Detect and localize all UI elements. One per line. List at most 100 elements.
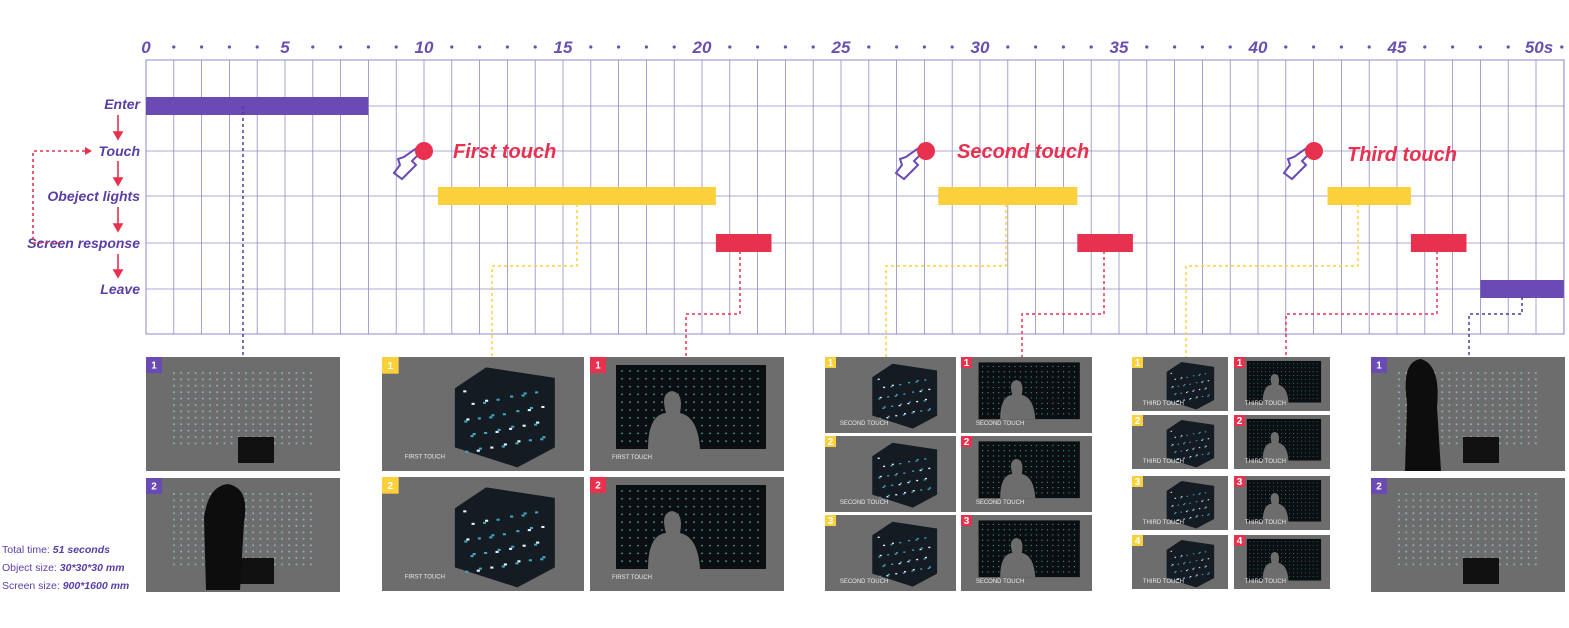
tick-dot <box>922 45 927 49</box>
tick-label: 5 <box>280 38 290 57</box>
row-label-enter: Enter <box>104 96 141 112</box>
tick-dot <box>1034 45 1038 49</box>
cube-lights <box>877 536 932 578</box>
cube-lights <box>463 510 546 573</box>
row-label-touch: Touch <box>99 143 140 159</box>
thumbnail-caption: FIRST TOUCH <box>405 455 445 461</box>
cube-lights <box>1170 372 1210 403</box>
thumbnail-badge-number: 3 <box>828 516 834 527</box>
tick-dot <box>1061 45 1065 49</box>
thumbnail-badge-number: 1 <box>151 361 157 372</box>
thumbnail-caption: THIRD TOUCH <box>1143 579 1184 585</box>
thumbnail: 1 <box>146 357 340 471</box>
tick-dot <box>450 45 454 49</box>
thumbnail-badge <box>382 477 399 494</box>
touch-event-second: Second touch <box>894 141 1089 181</box>
tick-dot <box>1367 45 1371 49</box>
led-dot-matrix <box>173 372 312 445</box>
cube-lights <box>1170 550 1210 581</box>
thumbnail-badge-number: 1 <box>1237 358 1243 369</box>
thumbnail-caption: SECOND TOUCH <box>840 579 888 585</box>
event-label-third-touch: Third touch <box>1347 144 1457 166</box>
tick-label: 20 <box>692 38 712 57</box>
tick-label: 45 <box>1387 38 1407 57</box>
cube-object <box>1463 437 1499 463</box>
thumbnail-badge <box>1234 357 1245 368</box>
tick-dot <box>394 45 398 49</box>
tick-dot <box>339 45 343 49</box>
tick-dot <box>200 45 204 49</box>
flow-arrows <box>32 115 124 279</box>
thumbnail-badge-number: 2 <box>964 437 970 448</box>
thumbnail-badge <box>1371 478 1387 494</box>
tick-dot <box>478 45 482 49</box>
silhouette-cutout <box>648 511 700 569</box>
thumbnail-badge <box>1132 476 1143 487</box>
lit-cube-object <box>1166 419 1215 468</box>
tick-dot <box>1006 45 1010 49</box>
thumbnail-badge-number: 2 <box>1376 482 1382 493</box>
thumbnail-badge-number: 2 <box>828 437 834 448</box>
tick-dot <box>1506 45 1510 49</box>
row-label-leave: Leave <box>100 281 140 297</box>
thumbnail-badge-number: 4 <box>1135 536 1141 547</box>
tick-dot <box>1312 45 1316 49</box>
thumbnail-badge <box>146 357 162 373</box>
thumbnail: SECOND TOUCH 3 <box>825 515 956 591</box>
screen-dots <box>1249 363 1318 400</box>
thumbnail-badge <box>1234 535 1245 546</box>
stat-object-size: Object size: 30*30*30 mm <box>2 562 125 574</box>
silhouette-cutout <box>1262 492 1289 522</box>
tick-dot <box>1478 45 1482 49</box>
touch-event-first: First touch <box>392 141 556 181</box>
thumbnail-badge-number: 1 <box>595 361 601 372</box>
tick-label: 0 <box>141 38 151 57</box>
thumbnail-badge <box>146 478 162 494</box>
tick-dot <box>505 45 509 49</box>
stat-value: 30*30*30 mm <box>59 562 125 574</box>
timeline-bar-screen-response <box>715 234 772 252</box>
time-axis: 0 5 10 15 20 25 30 35 40 45 50s <box>141 38 1564 57</box>
tick-dot <box>1228 45 1232 49</box>
lit-cube-object <box>454 487 555 588</box>
tick-label: 15 <box>554 38 573 57</box>
stat-value: 900*1600 mm <box>62 580 130 592</box>
silhouette-cutout <box>1000 537 1036 578</box>
lit-cube-object <box>872 363 938 429</box>
thumbnail-caption: FIRST TOUCH <box>405 575 445 581</box>
screen-dots <box>982 523 1076 573</box>
silhouette-cutout <box>1000 458 1036 499</box>
timeline-bar-object-lights <box>437 187 716 205</box>
tick-label: 40 <box>1248 38 1268 57</box>
cube-lights <box>463 390 546 453</box>
tick-dot <box>1200 45 1204 49</box>
row-labels: Enter Touch Obeject lights Screen respon… <box>27 96 141 297</box>
thumbnail-badge-number: 2 <box>1135 416 1141 427</box>
stat-label: Screen size: <box>2 580 60 592</box>
tick-dot <box>617 45 621 49</box>
thumbnail-caption: THIRD TOUCH <box>1143 401 1184 407</box>
thumbnail-badge <box>825 357 836 368</box>
lit-cube-object <box>1166 480 1215 529</box>
tick-dot <box>1339 45 1343 49</box>
tick-dot <box>1560 45 1564 49</box>
thumbnail-caption: FIRST TOUCH <box>612 575 652 581</box>
thumbnail-caption: THIRD TOUCH <box>1245 520 1286 526</box>
thumbnail-badge-number: 3 <box>964 516 970 527</box>
thumbnail-badge <box>961 357 972 368</box>
tick-dot <box>1089 45 1093 49</box>
thumbnail-badge-number: 2 <box>388 481 394 492</box>
tick-dot <box>311 45 315 49</box>
thumbnail-badge <box>590 357 606 373</box>
lit-cube-object <box>454 367 555 468</box>
tick-dot <box>756 45 760 49</box>
